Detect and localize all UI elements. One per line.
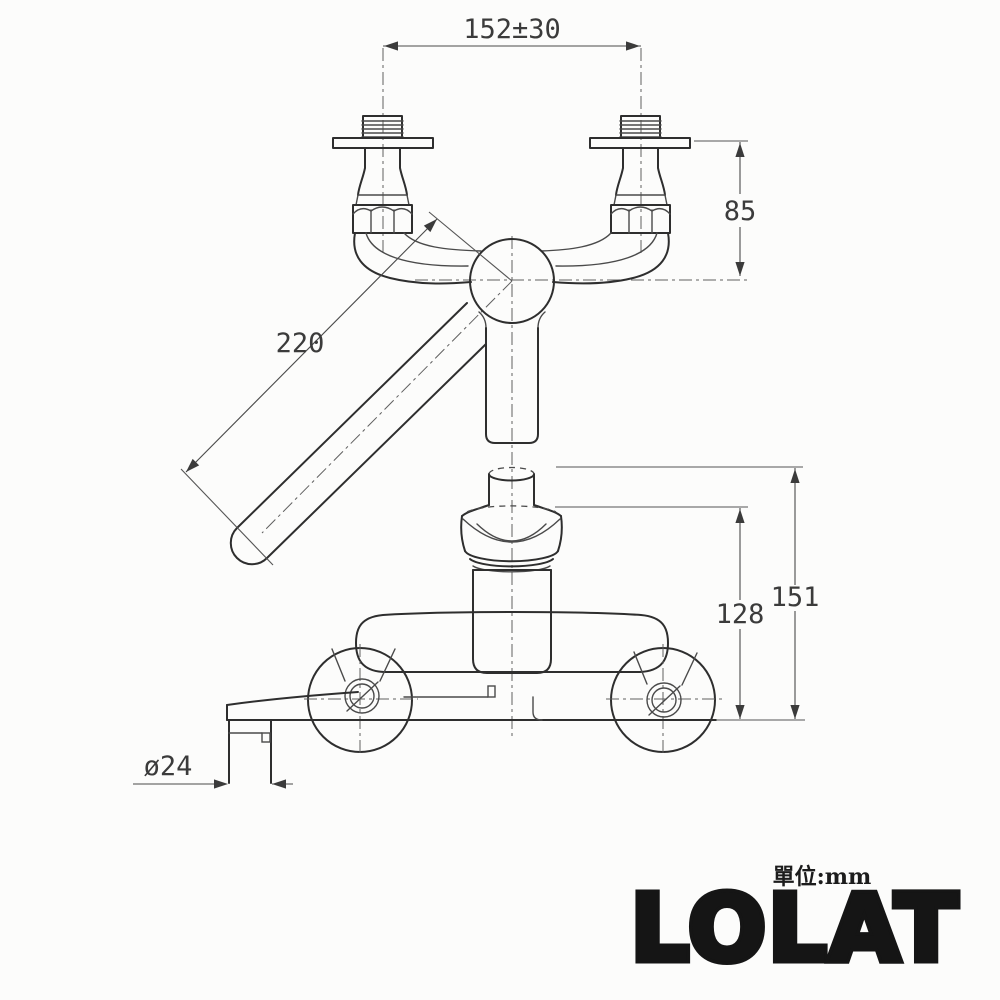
dim-label-spout-length: 220	[276, 328, 325, 359]
front-view	[226, 452, 722, 784]
dim-spout-length: 220	[180, 211, 513, 566]
right-wall-escutcheon	[606, 644, 722, 757]
dim-label-inlet-spacing: 152±30	[463, 14, 561, 45]
vertical-tube	[485, 327, 539, 444]
spout-front	[226, 685, 717, 784]
left-inlet-connector	[332, 115, 434, 234]
brand-logo: LOLAT	[631, 875, 960, 982]
handle-cap	[460, 504, 563, 573]
left-screw-slot	[346, 681, 379, 712]
centerline-spout-axis	[261, 280, 513, 534]
brand-block: 單位:mm LOLAT	[627, 864, 961, 986]
dim-label-overall-height: 151	[771, 582, 820, 613]
dim-inlet-spacing: 152±30	[383, 14, 641, 51]
right-inlet-connector	[589, 115, 691, 234]
outlet-tube	[228, 719, 272, 784]
left-wall-escutcheon	[304, 644, 418, 757]
mixer-body-arms	[353, 232, 670, 444]
dimensions: 152±30 85 220 128	[133, 14, 819, 789]
unit-note: 單位:mm	[773, 864, 872, 890]
right-screw-slot	[648, 685, 681, 716]
top-view	[229, 48, 747, 566]
swivel-spout	[229, 302, 487, 566]
ball-joint	[469, 238, 555, 324]
dim-label-body-height: 128	[716, 599, 765, 630]
right-screw	[646, 682, 682, 718]
left-screw	[344, 678, 380, 714]
dim-overall-height: 151	[556, 466, 820, 721]
dim-wall-to-spout-axis: 85	[694, 140, 757, 276]
dim-body-height: 128	[555, 506, 765, 719]
mixer-barrel	[355, 611, 669, 673]
dim-label-wall-to-spout-axis: 85	[724, 196, 757, 227]
dim-label-outlet-diameter: ø24	[144, 751, 193, 782]
handle-stem	[488, 466, 535, 506]
dim-outlet-diameter: ø24	[133, 751, 293, 789]
